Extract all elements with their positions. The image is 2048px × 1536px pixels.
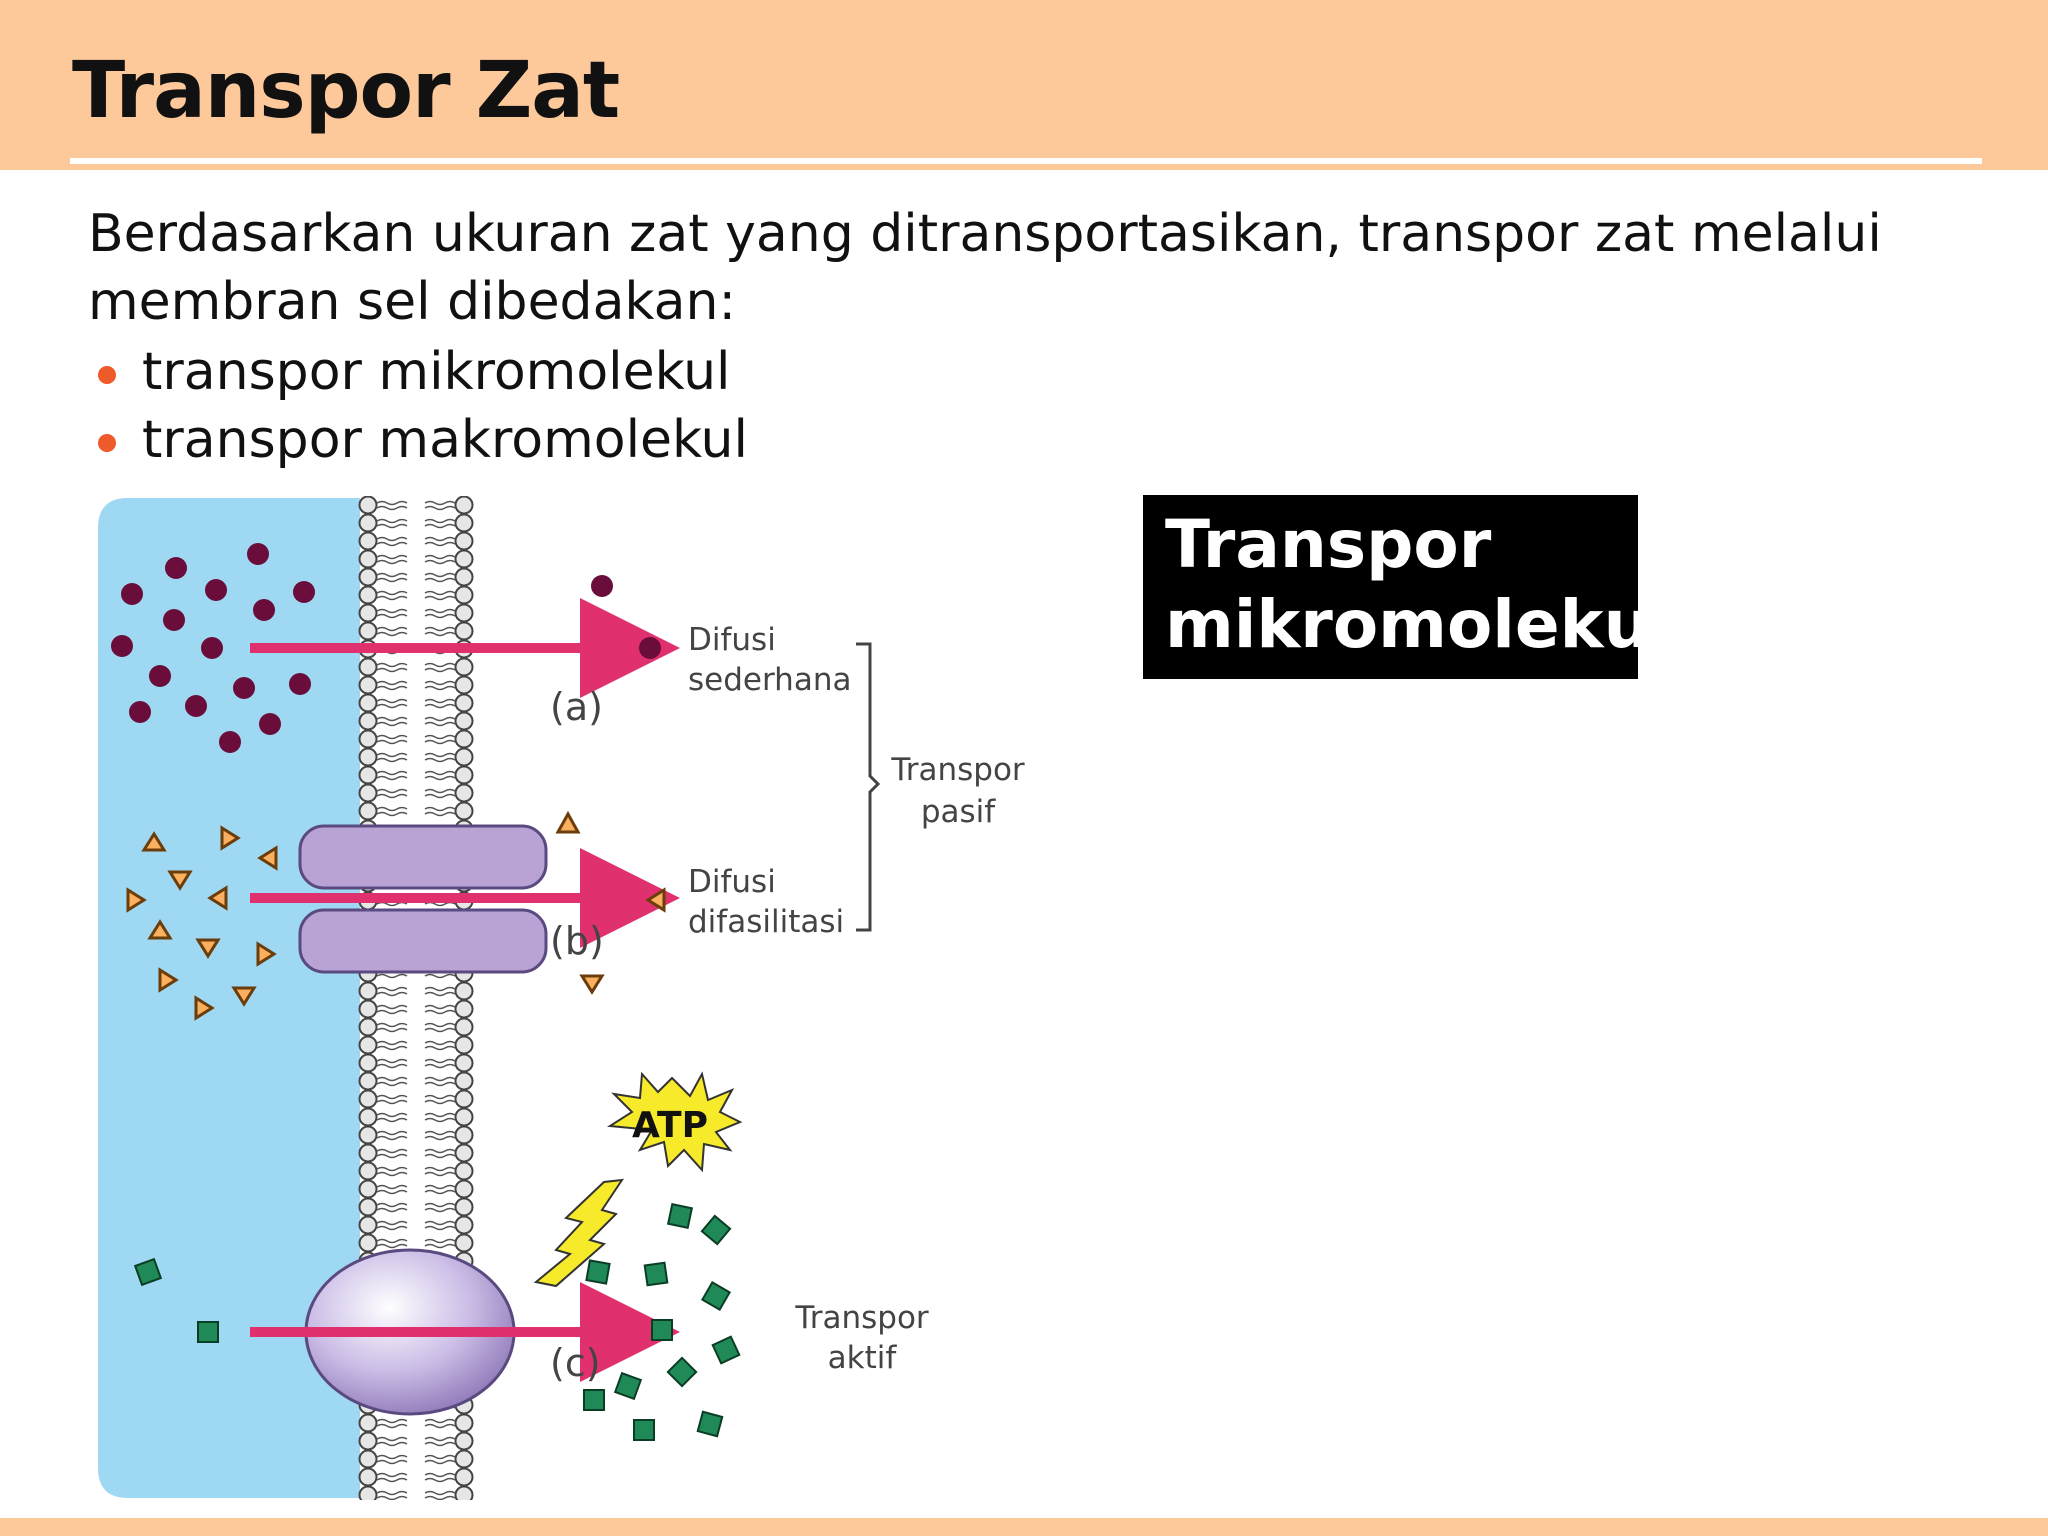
bullet-dot-icon (98, 434, 116, 452)
atp-burst-icon: ATP (607, 1071, 743, 1173)
slide-title: Transpor Zat (72, 46, 620, 136)
intro-text: Berdasarkan ukuran zat yang ditransporta… (88, 200, 1988, 336)
label-difusi-sederhana-1: Difusi (688, 622, 776, 658)
header-bar (0, 0, 2048, 170)
label-line-1: Transpor (1165, 506, 1492, 583)
bullet-list: transpor mikromolekul transpor makromole… (92, 338, 748, 474)
channel-protein (298, 824, 548, 974)
intro-line-2: membran sel dibedakan: (88, 272, 736, 332)
footer-bar (0, 1518, 2048, 1536)
label-difusi-sederhana-2: sederhana (688, 662, 851, 698)
intro-line-1: Berdasarkan ukuran zat yang ditransporta… (88, 204, 1882, 264)
label-transpor-pasif-1: Transpor (890, 752, 1025, 788)
energy-bolt-icon (533, 1178, 625, 1288)
transpor-mikromolekul-label: Transpor mikromolekul (1143, 495, 1674, 679)
small-molecules (111, 543, 661, 753)
label-transpor-aktif-2: aktif (828, 1340, 898, 1376)
label-c: (c) (550, 1341, 601, 1385)
label-b: (b) (550, 919, 604, 963)
transport-arrows (250, 598, 680, 1382)
label-line-2: mikromolekul (1165, 586, 1674, 663)
label-transpor-pasif-2: pasif (921, 794, 996, 830)
label-difusi-difasilitasi-2: difasilitasi (688, 904, 844, 940)
extracellular-region (98, 498, 360, 1498)
bullet-text: transpor makromolekul (142, 410, 748, 470)
bullet-dot-icon (98, 366, 116, 384)
label-a: (a) (550, 685, 603, 729)
atp-label: ATP (632, 1105, 708, 1146)
square-solutes (133, 1202, 741, 1441)
label-transpor-aktif-1: Transpor (794, 1300, 929, 1336)
label-difusi-difasilitasi-1: Difusi (688, 864, 776, 900)
bullet-item: transpor mikromolekul (92, 338, 748, 406)
bullet-item: transpor makromolekul (92, 406, 748, 474)
header-divider (70, 158, 1982, 164)
passive-transport-bracket (856, 642, 881, 932)
triangle-solutes (126, 810, 666, 1021)
bullet-text: transpor mikromolekul (142, 342, 731, 402)
